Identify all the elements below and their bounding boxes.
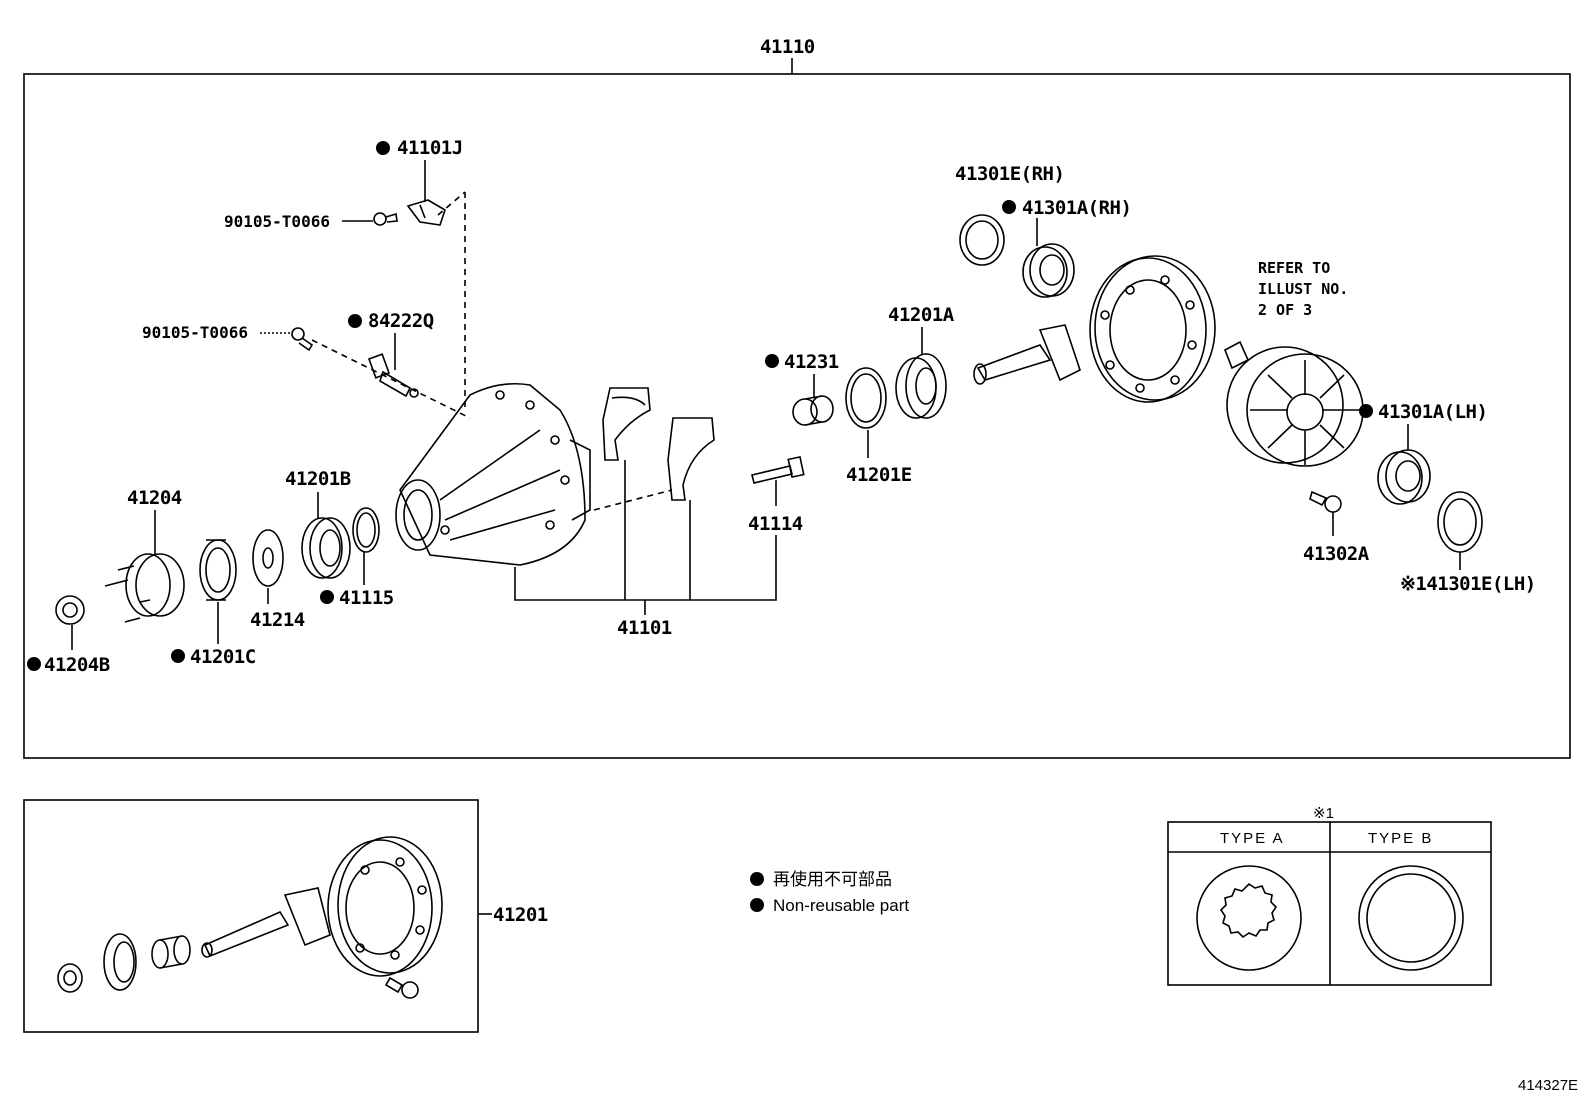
label-41301E-RH[interactable]: 41301E(RH) [955,163,1065,185]
bearing-41301A-RH[interactable] [1022,243,1075,298]
label-41302A[interactable]: 41302A [1303,543,1370,565]
oil-seal-41201C[interactable] [199,539,237,601]
label-41201B[interactable]: 41201B [285,468,351,490]
bearing-41201A[interactable] [895,353,947,419]
spacer-41231[interactable] [792,395,834,426]
type-b-seal-icon [1358,865,1464,971]
dashed-connector [311,192,673,511]
label-41114[interactable]: 41114 [748,513,803,535]
shim-41301E-LH[interactable] [1437,491,1483,553]
differential-case[interactable] [1223,340,1364,467]
label-41115[interactable]: 41115 [339,587,394,609]
speed-sensor-84222Q[interactable] [367,353,419,398]
dot [376,141,390,155]
type-table-marker: ※1 [1313,805,1334,822]
dot [765,354,779,368]
legend-dot-jp [750,872,764,886]
bolt-90105-a[interactable] [373,212,398,226]
bearing-41301A-LH[interactable] [1377,449,1431,505]
dot [1359,404,1373,418]
dot [1002,200,1016,214]
label-84222Q[interactable]: 84222Q [368,310,434,332]
dot [171,649,185,663]
refer-note-line3: 2 OF 3 [1258,301,1312,319]
shim-41201E[interactable] [845,367,887,429]
label-41201[interactable]: 41201 [493,904,548,926]
shim-41301E-RH[interactable] [959,214,1005,266]
label-90105-a[interactable]: 90105-T0066 [224,212,330,231]
dot [27,657,41,671]
label-41204B[interactable]: 41204B [44,654,110,676]
label-41301A-LH[interactable]: 41301A(LH) [1378,401,1488,423]
bolt-90105-b[interactable] [291,327,314,352]
label-90105-b[interactable]: 90105-T0066 [142,323,248,342]
label-41201E[interactable]: 41201E [846,464,912,486]
spacer-41115[interactable] [352,507,380,553]
ring-gear-pinion[interactable] [973,255,1216,403]
bearing-41201B[interactable] [301,517,351,579]
bolt-41114[interactable] [751,456,805,484]
bolt-41302A[interactable] [1309,490,1342,513]
dot [320,590,334,604]
dot [348,314,362,328]
type-b-label: TYPE B [1368,830,1433,847]
label-41201A[interactable]: 41201A [888,304,955,326]
label-41204[interactable]: 41204 [127,487,182,509]
label-41231[interactable]: 41231 [784,351,839,373]
kit-41201-parts[interactable] [57,836,443,999]
41101-bracket [514,460,777,615]
companion-flange-41204[interactable] [104,553,185,623]
refer-note-line2: ILLUST NO. [1258,280,1348,298]
label-41101J[interactable]: 41101J [397,137,463,159]
label-41214[interactable]: 41214 [250,609,305,631]
refer-note-line1: REFER TO [1258,259,1330,277]
dashed-connector-41101J [437,191,466,216]
label-41301A-RH[interactable]: 41301A(RH) [1022,197,1132,219]
assembly-label[interactable]: 41110 [760,36,815,58]
label-41301E-LH[interactable]: ※141301E(LH) [1400,573,1536,595]
spacer-41214[interactable] [252,529,284,587]
legend-dot-en [750,898,764,912]
sensor-bracket-41101J[interactable] [406,199,446,226]
bearing-cap-right[interactable] [667,417,715,501]
type-a-seal-icon [1196,865,1302,971]
kit-box-41201 [23,799,479,1033]
legend-en: Non-reusable part [773,896,909,915]
figure-id: 414327E [1518,1077,1578,1094]
label-41201C[interactable]: 41201C [190,646,256,668]
carrier-housing[interactable] [395,382,591,566]
nut-41204B[interactable] [55,595,85,625]
label-41101[interactable]: 41101 [617,617,672,639]
bearing-cap-left[interactable] [602,387,651,461]
type-a-label: TYPE A [1220,830,1285,847]
legend-jp: 再使用不可部品 [773,869,892,889]
main-frame [23,73,1571,759]
